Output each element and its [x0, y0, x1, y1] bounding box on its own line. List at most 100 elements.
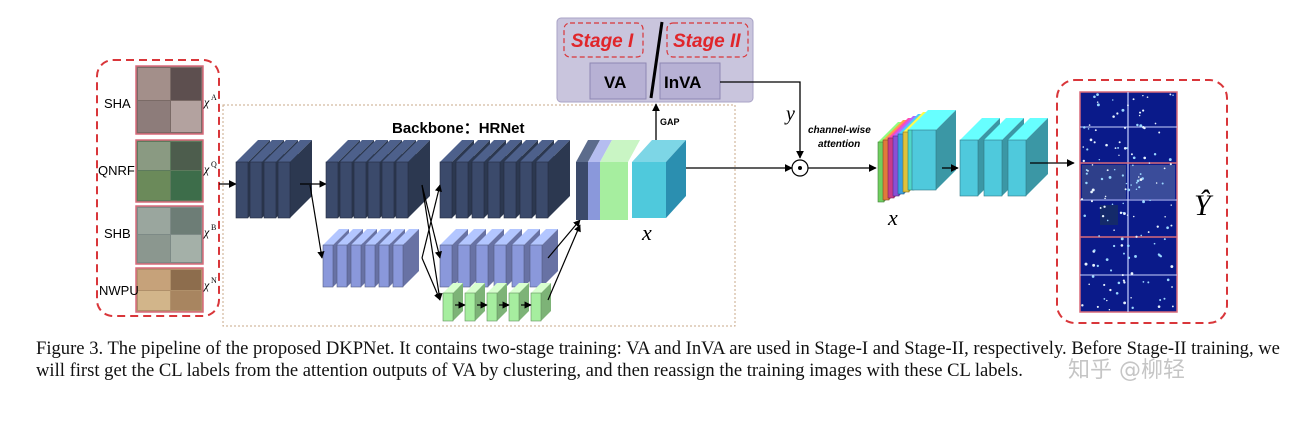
attended-feature-x [877, 110, 956, 203]
density-dot [1080, 198, 1084, 201]
attended-x-label: x [887, 205, 898, 230]
density-dot [1111, 99, 1114, 101]
density-dot [1116, 112, 1119, 115]
svg-text:χ: χ [203, 95, 210, 109]
density-dot [1088, 283, 1090, 286]
stage1-box [563, 22, 644, 58]
density-dot [1092, 263, 1096, 267]
svg-text:χ: χ [203, 278, 210, 292]
density-dot [1161, 182, 1164, 185]
density-dot [1103, 298, 1106, 300]
dark-layer [535, 140, 570, 219]
density-dot [1140, 234, 1143, 237]
stage1-label: Stage I [571, 31, 634, 52]
density-dot [1155, 182, 1158, 184]
density-dot [1085, 169, 1088, 171]
concat-layers [576, 140, 640, 220]
density-dot [1118, 154, 1120, 157]
dataset-label-shb: SHB [104, 226, 131, 241]
density-dot [1147, 231, 1150, 233]
density-dot [1093, 249, 1096, 252]
svg-text:B: B [211, 223, 216, 232]
decoder-layers [959, 118, 1048, 197]
gap-label: GAP [660, 117, 680, 127]
density-dot [1127, 256, 1131, 260]
density-dot [1138, 114, 1141, 117]
density-dot [1143, 156, 1147, 160]
dark-layer [277, 140, 312, 219]
density-dot [1091, 164, 1094, 166]
density-dot [1172, 94, 1174, 96]
density-dot [1081, 304, 1084, 307]
density-dot [1098, 235, 1100, 237]
density-dot [1093, 141, 1096, 144]
stage3-green-layers [442, 283, 551, 322]
dataset-symbol-nwpu: χ N [203, 276, 217, 292]
density-dot [1134, 254, 1137, 258]
stage2-dark-layers [325, 140, 430, 219]
density-dot [1142, 200, 1145, 204]
density-dot [1142, 109, 1145, 112]
density-dot [1091, 275, 1095, 278]
density-dot [1090, 190, 1093, 194]
density-dot [1135, 181, 1138, 184]
density-dot [1139, 124, 1143, 128]
density-dot [1130, 184, 1132, 186]
density-dot [1131, 306, 1134, 310]
density-dot [1123, 301, 1127, 305]
density-dot [1121, 274, 1124, 277]
density-dot [1153, 153, 1157, 156]
green-layer [508, 283, 529, 322]
stage-divider [649, 21, 664, 99]
density-dot [1099, 207, 1102, 209]
density-dot [1127, 104, 1129, 107]
density-dot [1112, 244, 1116, 248]
density-dot [1156, 225, 1159, 228]
density-dot [1146, 96, 1149, 98]
density-dot [1088, 124, 1091, 126]
density-dot [1142, 280, 1145, 283]
density-dot [1142, 94, 1144, 97]
density-dot [1085, 172, 1088, 175]
density-dot [1124, 188, 1127, 191]
channel-wise-label-1: channel-wise [808, 125, 871, 136]
density-dot [1106, 299, 1108, 302]
density-dot [1164, 216, 1166, 218]
svg-text:Q: Q [211, 160, 217, 169]
dataset-label-sha: SHA [104, 96, 131, 111]
density-dot [1104, 197, 1106, 200]
density-dot [1132, 156, 1136, 160]
inva-label: InVA [664, 73, 701, 92]
density-dot [1100, 177, 1104, 181]
density-dot [1149, 199, 1151, 202]
dataset-label-qnrf: QNRF [98, 163, 135, 178]
density-dot [1130, 272, 1134, 275]
density-dot [1126, 214, 1129, 216]
density-dot [1112, 115, 1115, 118]
density-dot [1154, 122, 1157, 125]
svg-text:χ: χ [203, 162, 210, 176]
density-dot [1147, 281, 1150, 284]
svg-text:χ: χ [203, 225, 210, 239]
stage2-label: Stage II [673, 31, 741, 52]
dataset-symbol-shb: χ B [203, 223, 216, 239]
backbone-title: Backbone：HRNet [392, 120, 525, 137]
density-dot [1163, 238, 1166, 241]
density-dot [1123, 126, 1127, 129]
density-dot [1132, 164, 1134, 167]
density-dot [1126, 147, 1129, 150]
pipeline-diagram: SHA QNRF SHB NWPU χ A χ Q χ B χ N Backbo… [96, 17, 1228, 327]
fusion-arrows [309, 184, 581, 301]
density-dot [1083, 126, 1086, 129]
density-dot [1105, 143, 1108, 147]
density-dot [1108, 308, 1111, 311]
density-dot [1136, 179, 1140, 183]
density-dot [1135, 235, 1138, 238]
stage1-dark-layers [235, 140, 327, 219]
density-dot [1096, 101, 1099, 103]
density-dot [1087, 128, 1090, 130]
channel-wise-label-2: attention [818, 139, 860, 150]
density-dot [1103, 283, 1106, 287]
density-dot [1096, 264, 1099, 268]
green-layer [530, 283, 551, 322]
